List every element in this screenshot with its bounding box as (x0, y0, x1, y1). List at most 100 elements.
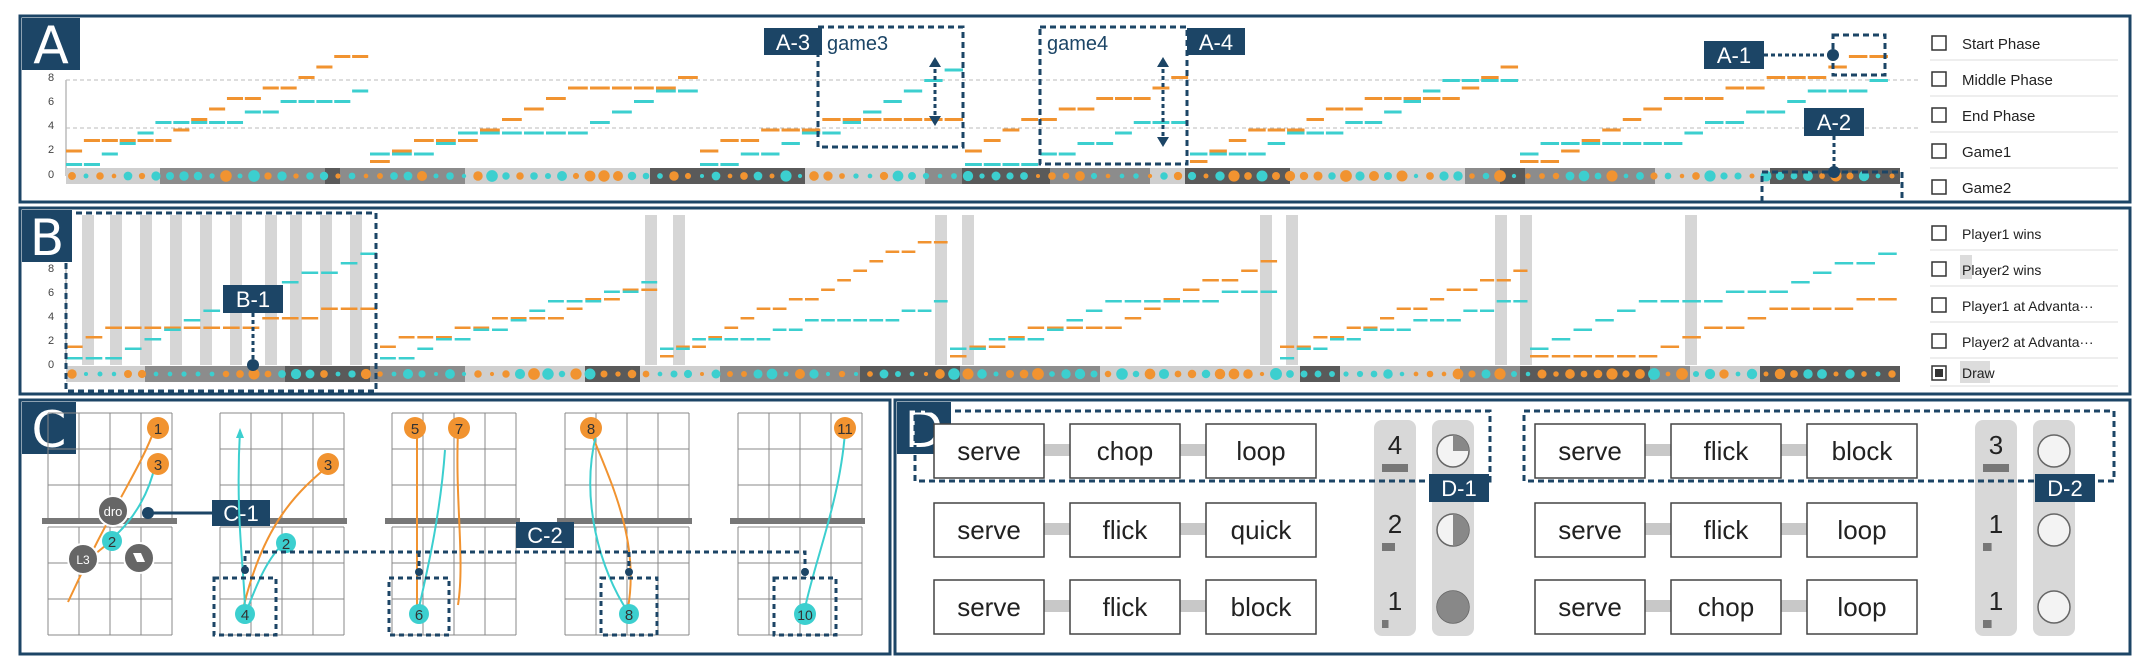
a-rally-dot (1606, 170, 1618, 182)
b-rally-dot (699, 371, 705, 377)
a2-label-box (1804, 108, 1864, 136)
a-rally-dot (1284, 170, 1296, 182)
legend-game2-checkbox[interactable] (1931, 179, 1947, 195)
legend-game2[interactable]: Game2 (1931, 179, 2011, 197)
b-highlight-bar (82, 215, 94, 365)
b-score-step-orange (660, 355, 674, 358)
legend-player1-advantage-checkbox[interactable] (1931, 297, 1947, 313)
d1-label-box (1429, 474, 1489, 502)
a-score-step-teal (1705, 121, 1724, 124)
b-score-step-teal (566, 300, 583, 303)
b-score-step-orange (1595, 355, 1614, 358)
a-score-step-orange (842, 118, 862, 121)
b-score-step-teal (548, 300, 564, 303)
b-rally-dot (1158, 368, 1170, 380)
b-score-step-orange (380, 345, 396, 348)
a-score-step-teal (1058, 152, 1076, 156)
a-score-step-orange (863, 118, 882, 121)
a-rally-dot (1623, 173, 1629, 179)
legend-player2-advantage[interactable]: Player2 at Advanta··· (1931, 333, 2094, 350)
b-score-step-teal (1346, 338, 1361, 341)
legend-start-phase-checkbox[interactable] (1931, 35, 1947, 51)
legend-player2-wins[interactable]: Player2 wins (1931, 255, 2041, 279)
legend-end-phase-checkbox[interactable] (1931, 107, 1947, 123)
legend-start-phase[interactable]: Start Phase (1931, 35, 2040, 53)
a-score-step-orange (414, 139, 434, 142)
a-rally-dot (209, 173, 215, 179)
b-score-step-teal (105, 357, 122, 360)
a-score-step-orange (761, 128, 780, 132)
a-score-step-orange (1622, 118, 1642, 121)
panel-b-letter: B (30, 209, 64, 267)
b-rally-dot (461, 371, 467, 377)
a3-label: A-3 (776, 30, 810, 55)
a-rally-dot (1889, 173, 1895, 179)
legend-draw[interactable]: Draw (1931, 361, 1996, 383)
a-score-step-teal (209, 121, 226, 124)
a-score-step-teal (1267, 142, 1286, 145)
b-score-step-teal (821, 319, 835, 322)
a1-label-box (1704, 41, 1764, 69)
legend-game1-checkbox[interactable] (1931, 143, 1947, 159)
b-highlight-bar (1260, 215, 1272, 365)
a-score-step-teal (1248, 152, 1266, 156)
a-score-step-teal (370, 152, 390, 156)
b-rally-dot (1383, 369, 1393, 379)
a-rally-dot (867, 173, 873, 179)
d-left-action-box (933, 502, 1045, 558)
a-rally-dot (1482, 172, 1490, 180)
b-rally-dot (195, 371, 201, 377)
b-score-step-orange (1363, 326, 1378, 329)
a-rally-dot (1439, 171, 1449, 181)
panel-a-legend: Start Phase Middle Phase End Phase Game1… (1930, 35, 2118, 197)
b-score-step-teal (1682, 300, 1701, 303)
b-score-step-orange (1834, 307, 1854, 310)
legend-middle-phase-checkbox[interactable] (1931, 71, 1947, 87)
legend-game1[interactable]: Game1 (1931, 143, 2011, 161)
b-rally-dot (1511, 371, 1517, 377)
legend-player1-advantage[interactable]: Player1 at Advanta··· (1931, 297, 2094, 314)
legend-middle-phase[interactable]: Middle Phase (1931, 71, 2053, 89)
b-rally-dot (558, 370, 566, 378)
legend-end-phase[interactable]: End Phase (1931, 107, 2035, 125)
b-rally-dot (1622, 370, 1630, 378)
b-rally-dot (1494, 368, 1506, 380)
legend-player2-wins-checkbox[interactable] (1931, 261, 1947, 277)
d-left-connector (1178, 523, 1206, 535)
b-score-step-teal (1144, 300, 1161, 303)
b-score-step-orange (436, 336, 452, 339)
a-rally-dot (1803, 171, 1813, 181)
a-score-step-orange (101, 139, 118, 142)
b-score-step-orange (604, 298, 620, 301)
c-ball-7-label: 7 (455, 421, 463, 438)
b-score-step-orange (756, 307, 771, 310)
b-rally-dot (1593, 369, 1603, 379)
b-score-step-teal (1280, 357, 1295, 360)
b-score-step-orange (641, 288, 658, 291)
c-ball-3a (147, 453, 169, 475)
a-score-step-teal (1684, 131, 1703, 135)
b-rally-dot (1704, 368, 1716, 380)
b-rally-dot (1074, 368, 1086, 380)
a-strip-segment (650, 168, 805, 184)
c-ball-5 (404, 417, 426, 439)
legend-player2-advantage-checkbox[interactable] (1931, 333, 1947, 349)
b-score-step-orange (1747, 317, 1767, 320)
b-score-step-orange (105, 326, 122, 329)
b-score-step-teal (1463, 309, 1478, 312)
panel-a-score-steps (66, 55, 1888, 166)
panel-d-frame (893, 398, 2132, 656)
a-rally-dot (839, 173, 845, 179)
a-rally-dot (797, 173, 803, 179)
legend-player1-wins[interactable]: Player1 wins (1931, 225, 2041, 242)
d-left-connector (1178, 600, 1206, 612)
c1-label: C-1 (223, 501, 258, 526)
a-score-step-orange (1520, 160, 1539, 163)
a-rally-dot (699, 173, 705, 179)
d2-box (1522, 409, 2116, 483)
a-score-step-orange (1115, 97, 1132, 100)
b-rally-dot (923, 371, 929, 377)
a-score-step-orange (944, 118, 963, 121)
legend-player1-wins-checkbox[interactable] (1931, 225, 1947, 241)
d-right-count-label: 3 (1989, 430, 2003, 460)
